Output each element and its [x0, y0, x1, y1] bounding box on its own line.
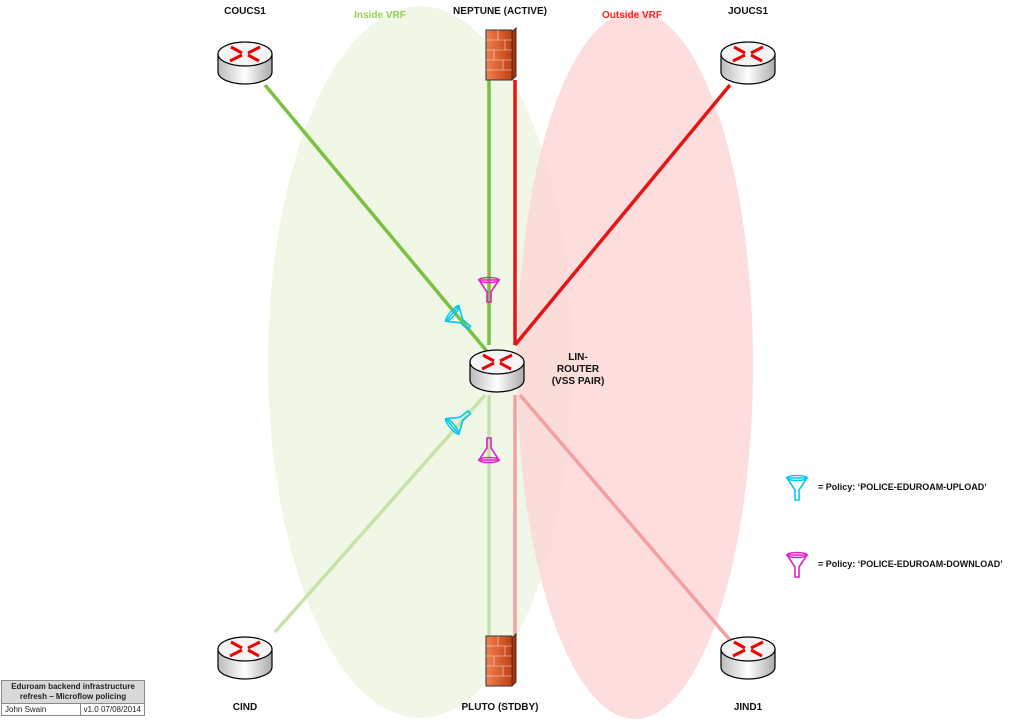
title-block: Eduroam backend infrastructure refresh –…	[1, 680, 145, 716]
node-label-neptune: NEPTUNE (ACTIVE)	[453, 6, 547, 17]
router-icon-coucs1	[216, 40, 274, 86]
router-icon-jind1	[719, 635, 777, 681]
node-label-joucs1: JOUCS1	[727, 6, 769, 17]
firewall-icon-pluto	[485, 633, 517, 687]
lin-label-line3: (VSS PAIR)	[551, 376, 605, 387]
link-jind1-lin	[518, 393, 732, 642]
legend-upload-text: = Policy: ‘POLICE-EDUROAM-UPLOAD’	[818, 482, 987, 492]
outside-vrf-zone	[517, 11, 753, 719]
lin-label-line2: ROUTER	[556, 364, 600, 375]
title-block-title: Eduroam backend infrastructure refresh –…	[2, 681, 144, 704]
router-icon-lin	[468, 348, 526, 394]
legend-funnel-icon-download	[786, 551, 808, 578]
title-block-author: John Swain	[2, 704, 81, 715]
firewall-icon-neptune	[485, 27, 517, 81]
outside-vrf-label: Outside VRF	[601, 10, 663, 21]
router-icon-joucs1	[719, 40, 777, 86]
legend-funnel-icon-upload	[786, 474, 808, 501]
inside-vrf-zone	[268, 6, 572, 718]
node-label-jind1: JIND1	[733, 702, 763, 713]
link-joucs1-lin	[513, 83, 732, 347]
lin-label-line1: LIN-	[568, 352, 588, 363]
link-cind-lin	[273, 393, 487, 634]
title-block-version: v1.0 07/08/2014	[83, 705, 141, 714]
node-label-coucs1: COUCS1	[224, 6, 266, 17]
node-label-cind: CIND	[232, 702, 258, 713]
inside-vrf-label: Inside VRF	[354, 10, 406, 21]
router-icon-cind	[216, 635, 274, 681]
legend-download-text: = Policy: ‘POLICE-EDUROAM-DOWNLOAD’	[818, 559, 1003, 569]
node-label-pluto: PLUTO (STDBY)	[461, 702, 539, 713]
node-label-lin-router: LIN- ROUTER (VSS PAIR)	[552, 352, 605, 388]
